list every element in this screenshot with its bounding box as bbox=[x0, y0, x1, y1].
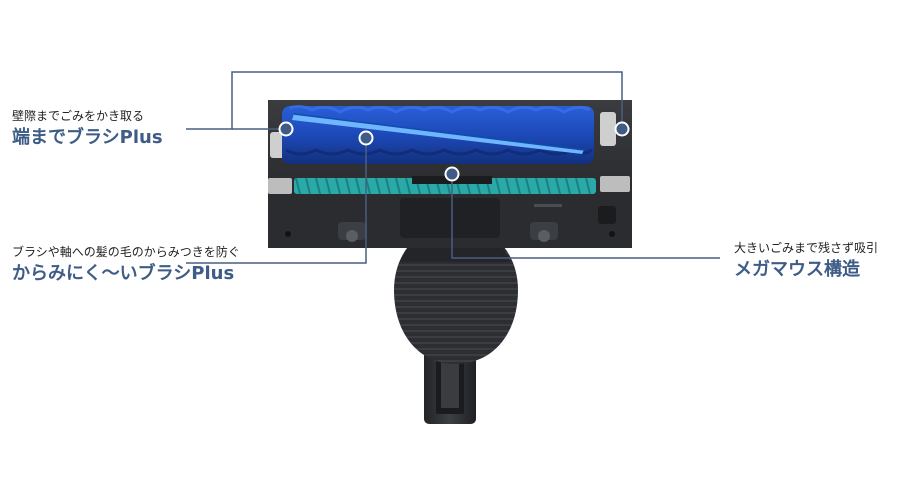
callout-tangle-caption: ブラシや軸への髪の毛のからみつきを防ぐ bbox=[12, 245, 240, 259]
marker-ends-left bbox=[278, 121, 294, 137]
callout-tangle-name: からみにく〜いブラシPlus bbox=[12, 263, 235, 284]
callout-ends-name: 端までブラシPlus bbox=[12, 127, 163, 148]
callout-ends-caption: 壁際までごみをかき取る bbox=[12, 109, 145, 123]
screw-left bbox=[285, 231, 291, 237]
leader-lines bbox=[186, 71, 720, 264]
brush-end-right bbox=[600, 112, 630, 192]
screw-right bbox=[609, 231, 615, 237]
marker-ends-right bbox=[614, 121, 630, 137]
callout-mega-name: メガマウス構造 bbox=[734, 259, 860, 280]
callout-mega-caption: 大きいごみまで残さず吸引 bbox=[734, 241, 879, 255]
brush-end-left bbox=[268, 132, 292, 194]
marker-tangle bbox=[358, 130, 374, 146]
callout-ends: 壁際までごみをかき取る 端までブラシPlus bbox=[12, 108, 163, 150]
callout-markers bbox=[278, 121, 630, 182]
marker-mega bbox=[444, 166, 460, 182]
blue-brush-roller bbox=[282, 104, 594, 164]
callout-mega: 大きいごみまで残さず吸引 メガマウス構造 bbox=[734, 240, 878, 282]
leader-line-ends bbox=[186, 71, 623, 130]
teal-bristle-strip bbox=[294, 176, 596, 195]
leader-line-mega bbox=[451, 174, 720, 259]
callout-tangle: ブラシや軸への髪の毛のからみつきを防ぐ からみにく〜いブラシPlus bbox=[12, 244, 240, 286]
leader-line-tangle bbox=[186, 138, 367, 264]
